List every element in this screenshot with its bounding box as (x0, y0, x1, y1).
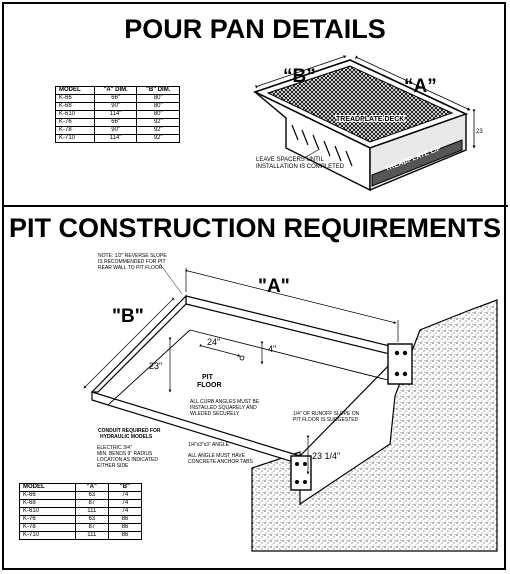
cell-b: 92" (136, 134, 180, 143)
rear-anchor-plate (387, 343, 413, 385)
angle-note-1: 1/4"x3"x3" ANGLE (188, 442, 230, 448)
pit-title: PIT CONSTRUCTION REQUIREMENTS (8, 213, 501, 243)
runoff-note-2: PIT FLOOR IS SUGGESTED (293, 417, 359, 423)
electric-note-1: ELECTRIC 3/4" (97, 445, 132, 451)
cell-b: 86 (107, 531, 143, 540)
angle-note-2: ALL ANGLE MUST HAVE (188, 453, 246, 459)
dim-a-arrow (354, 55, 471, 111)
pit-label-a: "A" (258, 276, 290, 297)
rear-curb-angle (185, 295, 399, 357)
spacer-leader (303, 149, 319, 159)
deck-label-halo: TREADPLATE DECK (336, 116, 404, 123)
dim-4-label: 4" (268, 344, 276, 354)
dim-24-arrow (199, 344, 241, 357)
electric-note-3: LOCATION AS INDICATED (97, 457, 158, 463)
note-line-3: REAR WALL TO PIT FLOOR (98, 265, 163, 271)
outer-frame (2, 2, 506, 570)
anchor-bolt (394, 350, 400, 356)
conduit-note-2: HYDRAULIC MODELS (100, 434, 153, 440)
curb-note-2: INSTALLED SQUARELY AND (190, 405, 257, 411)
conduit-point (239, 355, 245, 361)
curb-note-1: ALL CURB ANGLES MUST BE (190, 399, 260, 405)
pit-drawing: "A" "B" 23" 24" 4" 23 1/4" NOTE: 1/2" RE… (83, 253, 498, 552)
anchor-bolt (303, 462, 307, 466)
pit-floor-label-1: PIT (202, 374, 214, 381)
note-leader (159, 263, 183, 295)
runoff-note-1: 1/4" OF RUNOFF SLOPE ON (293, 411, 360, 417)
dim-b-arrow (254, 55, 347, 89)
treadplate-lip (371, 139, 463, 187)
note-line-2: IS RECOMMENDED FOR PIT (98, 259, 166, 265)
concrete-ground (251, 299, 498, 552)
curb-note-3: WLEDED SECURELY (190, 411, 240, 417)
anchor-bolt (295, 480, 299, 484)
pit-label-b: "B" (112, 306, 144, 327)
pour-pan-drawing: “B” “A” TREADPLATE DECK TREADPLATE DECK … (252, 55, 483, 192)
electric-note-2: MIN. BENDS 9" RADIUS (97, 451, 153, 457)
dim-23-label: 23" (149, 361, 162, 371)
pan-label-a: “A” (404, 76, 437, 97)
spacer-note-2: INSTALLATION IS COMPLETED (256, 164, 345, 170)
anchor-bolt (394, 371, 400, 377)
anchor-bolt (402, 350, 408, 356)
section-divider (2, 205, 508, 207)
dim-a-arrow (185, 269, 397, 324)
pan-label-b: “B” (283, 66, 316, 87)
pan-front-face (254, 91, 371, 192)
dim-b-arrow (83, 297, 175, 389)
conduit-note-1: CONDUIT REQUIRED FOR (98, 428, 161, 434)
deck-label: TREADPLATE DECK (336, 116, 404, 123)
angle-note-3: CONCRETE ANCHOR TABS (188, 459, 253, 465)
floor-back-edge (189, 329, 389, 381)
anchor-bolt (303, 480, 307, 484)
note-line-1: NOTE: 1/2" REVERSE SLOPE (98, 253, 167, 259)
cell-model: K-710 (55, 134, 95, 143)
anchor-bolt (402, 371, 408, 377)
pit-floor-label-2: FLOOR (197, 382, 222, 389)
spacer-note-1: LEAVE SPACERS UNTIL (256, 157, 324, 163)
right-curb-line (299, 355, 399, 457)
electric-note-4: EITHER SIDE (97, 463, 129, 469)
pan-depth-label: 23 (476, 129, 483, 135)
anchor-bolt (295, 462, 299, 466)
pour-pan-title: POUR PAN DETAILS (124, 14, 386, 44)
dim-23-14-label: 23 1/4" (312, 451, 340, 461)
dim-24-label: 24" (207, 337, 220, 347)
spacers (291, 124, 353, 167)
